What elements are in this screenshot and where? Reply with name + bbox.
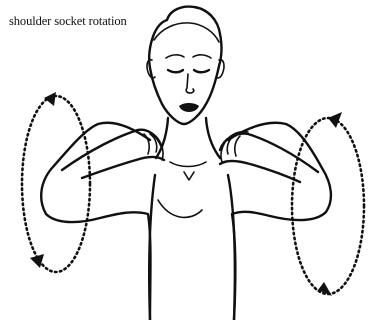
left-eyebrow bbox=[166, 55, 184, 58]
throat-mark bbox=[184, 172, 194, 180]
mouth bbox=[179, 103, 199, 112]
left-arrowhead-top bbox=[44, 92, 56, 106]
collarbone bbox=[170, 162, 206, 167]
right-hand bbox=[221, 132, 248, 162]
hairline bbox=[154, 23, 219, 42]
left-upper-arm bbox=[41, 123, 150, 320]
right-eyebrow bbox=[193, 55, 211, 58]
left-eye bbox=[168, 70, 183, 72]
left-forearm bbox=[62, 130, 162, 170]
right-upper-arm bbox=[228, 123, 331, 320]
right-eye bbox=[194, 70, 209, 72]
right-arrowhead-top bbox=[328, 112, 342, 128]
nose bbox=[186, 74, 194, 93]
left-rotation-path bbox=[22, 96, 90, 272]
neck-right bbox=[206, 118, 220, 158]
left-forearm-lower bbox=[82, 157, 164, 178]
right-forearm-lower bbox=[220, 161, 300, 182]
chest-line bbox=[158, 200, 202, 217]
